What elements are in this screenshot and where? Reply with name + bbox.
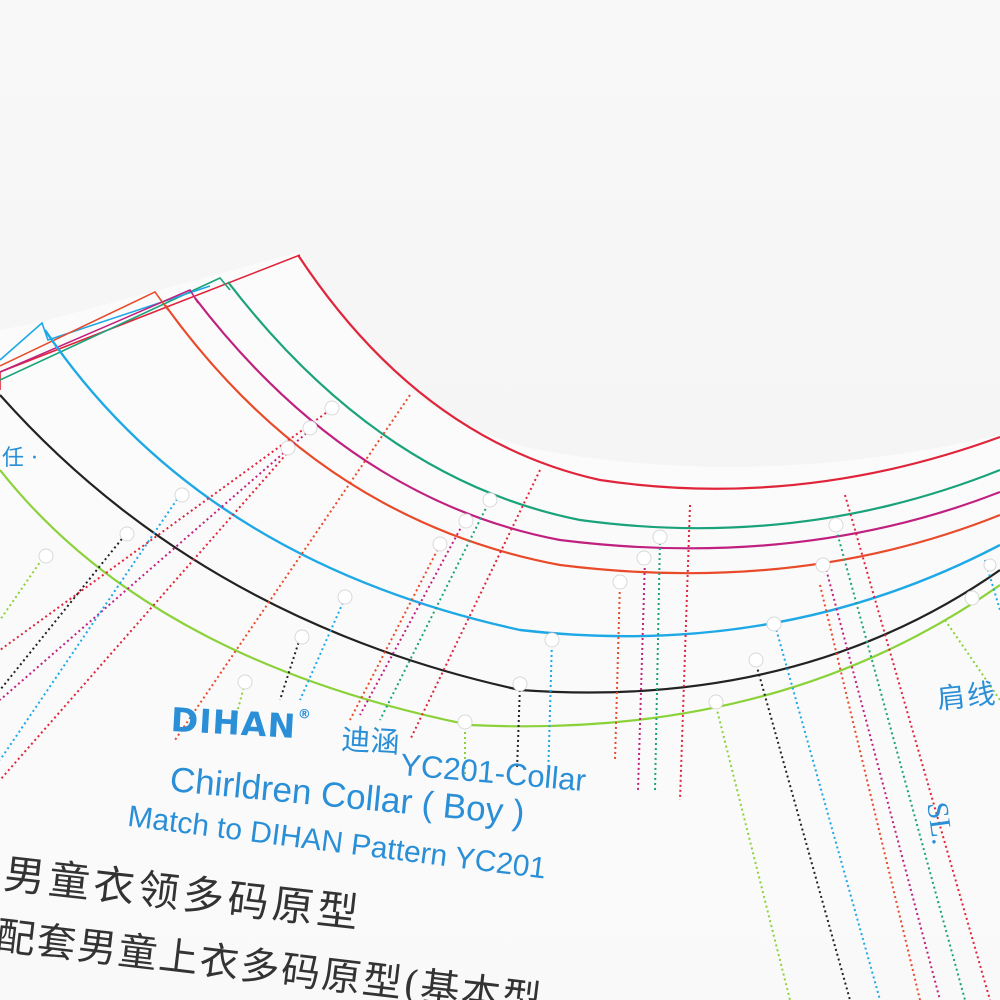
dotted-guides <box>0 394 1000 1000</box>
curve-green <box>227 281 1000 530</box>
brand-logo: DIHAN® <box>170 700 312 747</box>
punch-holes <box>38 400 997 730</box>
brand-chinese-name: 迪涵 <box>340 721 401 760</box>
curve-orange <box>164 304 1000 575</box>
shoulder-line-label-english: SL. <box>920 800 959 847</box>
curve-red <box>297 254 1000 490</box>
curve-cyan <box>44 329 1000 638</box>
brand-name: DIHAN <box>169 700 298 746</box>
cut-off-chinese-fragment: 任 · <box>2 446 38 471</box>
shoulder-line-label-chinese: 肩线 <box>935 676 999 716</box>
edge-red <box>0 254 301 390</box>
edge-green <box>0 277 231 381</box>
registered-mark: ® <box>297 707 313 723</box>
curve-magenta <box>194 297 1000 550</box>
